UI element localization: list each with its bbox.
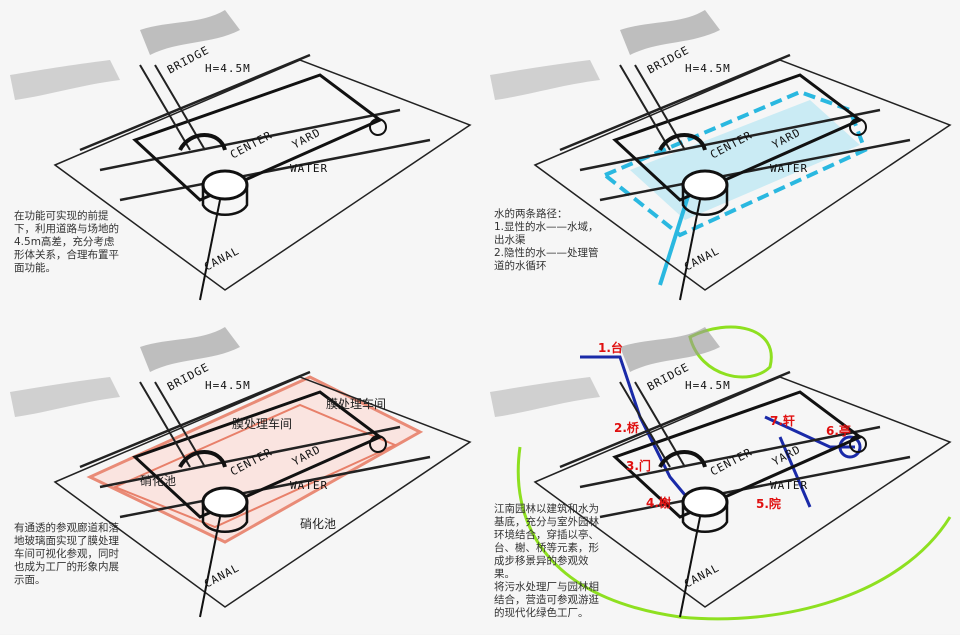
- canal-line: [679, 199, 701, 301]
- water-area: [630, 100, 860, 220]
- site-sketch: [490, 325, 952, 621]
- center-drum: [681, 486, 729, 518]
- sketch-label-water: WATER: [770, 162, 809, 175]
- sketch-label-height: H=4.5M: [205, 62, 251, 75]
- gate-arch: [658, 450, 707, 469]
- panel-description: 在功能可实现的前提下，利用道路与场地的4.5m高差，充分考虑形体关系，合理布置平…: [14, 210, 119, 274]
- river-texture: [10, 60, 120, 100]
- sketch-label-water: WATER: [770, 479, 809, 492]
- label-pavilion: 6.亭: [826, 424, 851, 438]
- green-trees: [688, 325, 773, 379]
- sketch-label-water: WATER: [290, 162, 329, 175]
- sketch-label-height: H=4.5M: [685, 62, 731, 75]
- membrane-hall-outline: [112, 403, 398, 529]
- label-courtyard: 5.院: [756, 497, 781, 511]
- pavilion-circle: [369, 435, 387, 453]
- river-texture: [620, 10, 720, 55]
- canal-line: [199, 516, 221, 618]
- river-texture: [620, 327, 720, 372]
- sketch-label-water: WATER: [290, 479, 329, 492]
- river-texture: [10, 377, 120, 417]
- road-line: [559, 53, 911, 202]
- label-nitrification-tank: 硝化池: [140, 474, 177, 488]
- center-drum: [681, 185, 729, 216]
- pavilion-circle: [849, 118, 867, 136]
- label-terrace: 1.台: [598, 341, 623, 355]
- panel-description: 有通透的参观廊道和落地玻璃面实现了膜处理车间可视化参观，同时也成为工厂的形象内展…: [14, 522, 119, 586]
- canal-line: [679, 516, 701, 618]
- label-waterside-pavilion: 4.榭: [646, 496, 671, 510]
- panel-massing: 在功能可实现的前提下，利用道路与场地的4.5m高差，充分考虑形体关系，合理布置平…: [0, 0, 480, 317]
- river-texture: [490, 60, 600, 100]
- river-texture: [140, 10, 240, 55]
- label-bridge: 2.桥: [614, 421, 639, 435]
- site-sketch: [10, 10, 472, 301]
- site-boundary: [53, 376, 472, 608]
- label-membrane-hall: 膜处理车间: [326, 397, 387, 411]
- label-gate: 3.门: [626, 459, 651, 473]
- panel-water: 水的两条路径： 1.显性的水——水域，出水渠 2.隐性的水——处理管道的水循环 …: [480, 0, 960, 317]
- pavilion-circle: [369, 118, 387, 136]
- site-sketch: [10, 327, 472, 618]
- center-drum: [201, 502, 249, 533]
- gate-arch: [658, 133, 707, 152]
- panel-garden: 江南园林以建筑和水为基底，充分与室外园林环境结合，穿插以亭、台、榭、桥等元素，形…: [480, 317, 960, 634]
- site-sketch: [490, 10, 952, 301]
- panel-description: 江南园林以建筑和水为基底，充分与室外园林环境结合，穿插以亭、台、榭、桥等元素，形…: [494, 503, 599, 619]
- sketch-label-height: H=4.5M: [685, 379, 731, 392]
- gate-arch: [178, 133, 227, 152]
- water-loop: [601, 89, 868, 238]
- sketch-label-height: H=4.5M: [205, 379, 251, 392]
- site-boundary: [533, 59, 952, 291]
- road-line: [559, 370, 911, 519]
- site-boundary: [53, 59, 472, 291]
- panel-description: 水的两条路径： 1.显性的水——水域，出水渠 2.隐性的水——处理管道的水循环: [494, 208, 599, 272]
- center-drum: [201, 169, 249, 201]
- label-veranda: 7.轩: [770, 414, 795, 428]
- visit-corridor: [86, 375, 424, 544]
- center-drum: [681, 169, 729, 201]
- center-drum: [681, 502, 729, 533]
- river-texture: [140, 327, 240, 372]
- label-nitrification-tank: 硝化池: [300, 517, 337, 531]
- panel-visit: 有通透的参观廊道和落地玻璃面实现了膜处理车间可视化参观，同时也成为工厂的形象内展…: [0, 317, 480, 634]
- canal-line: [199, 199, 221, 301]
- site-boundary: [533, 376, 952, 608]
- road-line: [79, 53, 431, 202]
- road-line: [79, 370, 431, 519]
- center-drum: [201, 185, 249, 216]
- pavilion-circle: [849, 435, 867, 453]
- river-texture: [490, 377, 600, 417]
- gate-arch: [178, 450, 227, 469]
- label-membrane-hall: 膜处理车间: [232, 417, 293, 431]
- center-drum: [201, 486, 249, 518]
